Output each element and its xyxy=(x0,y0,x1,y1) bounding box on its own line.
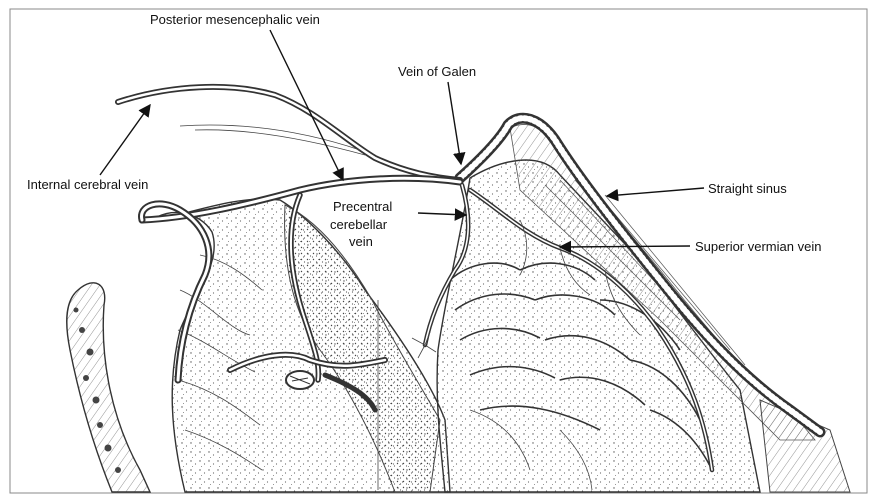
label-straight-sinus: Straight sinus xyxy=(708,181,787,196)
arrow-straight-sinus xyxy=(607,188,704,196)
arrow-internal-cerebral xyxy=(100,105,150,175)
arrow-superior-vermian xyxy=(560,246,690,247)
label-precentral-line-1: Precentral xyxy=(333,199,392,214)
internal-cerebral-vein-vessel xyxy=(118,87,460,180)
label-superior-vermian-vein: Superior vermian vein xyxy=(695,239,821,254)
arrow-precentral-cerebellar xyxy=(418,213,466,215)
label-precentral-line-2: cerebellar xyxy=(330,217,388,232)
arrow-vein-of-galen xyxy=(448,82,461,164)
label-internal-cerebral-vein: Internal cerebral vein xyxy=(27,177,148,192)
label-precentral-line-3: vein xyxy=(349,234,373,249)
occipital-region xyxy=(760,400,850,492)
arrow-posterior-mesencephalic xyxy=(270,30,343,180)
label-vein-of-galen: Vein of Galen xyxy=(398,64,476,79)
label-posterior-mesencephalic-vein: Posterior mesencephalic vein xyxy=(150,12,320,27)
left-bone-strip xyxy=(67,283,150,492)
